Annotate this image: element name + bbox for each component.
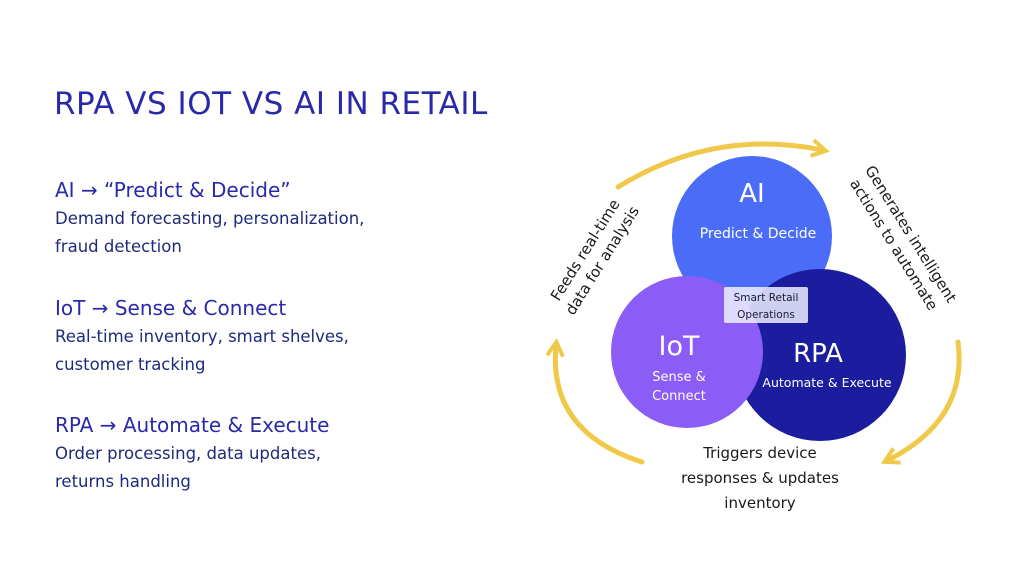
page-title: RPA VS IOT VS AI IN RETAIL [54,86,488,122]
rpa-circle-name: RPA [793,339,843,369]
iot-circle-name: IoT [659,331,700,362]
iot-summary: IoT → Sense & Connect Real-time inventor… [55,296,349,379]
ai-summary-heading: AI → “Predict & Decide” [55,178,291,202]
ai-summary-description: Demand forecasting, personalization, fra… [55,205,364,261]
center-label-line-2: Operations [737,309,795,321]
ai-desc-line-2: fraud detection [55,237,182,256]
rpa-summary: RPA → Automate & Execute Order processin… [55,413,329,496]
center-label-box [724,287,808,323]
cycle-arrow-left [545,338,645,465]
ai-summary: AI → “Predict & Decide” Demand forecasti… [55,178,364,261]
rpa-summary-heading: RPA → Automate & Execute [55,413,330,437]
rpa-circle-sub: Automate & Execute [762,375,891,390]
rpa-desc-line-2: returns handling [55,472,191,491]
iot-circle-sub-line-1: Sense & [652,370,706,385]
iot-summary-description: Real-time inventory, smart shelves, cust… [55,323,349,379]
ai-circle-sub: Predict & Decide [700,226,817,242]
rpa-summary-description: Order processing, data updates, returns … [55,440,329,496]
feeds-label: Feeds real-time data for analysis [547,196,643,318]
ai-circle-name: AI [739,179,764,209]
triggers-label-line-1: Triggers device [702,444,817,462]
center-label-line-1: Smart Retail [734,292,799,304]
cycle-arrow-right [880,339,962,465]
triggers-label-line-3: inventory [724,494,796,512]
cycle-arrow-top [615,138,830,190]
rpa-desc-line-1: Order processing, data updates, [55,444,321,463]
iot-desc-line-2: customer tracking [55,355,206,374]
ai-desc-line-1: Demand forecasting, personalization, [55,209,365,228]
iot-circle-sub-line-2: Connect [652,389,706,404]
triggers-label-line-2: responses & updates [681,469,839,487]
iot-summary-heading: IoT → Sense & Connect [55,296,287,320]
iot-desc-line-1: Real-time inventory, smart shelves, [55,327,349,346]
